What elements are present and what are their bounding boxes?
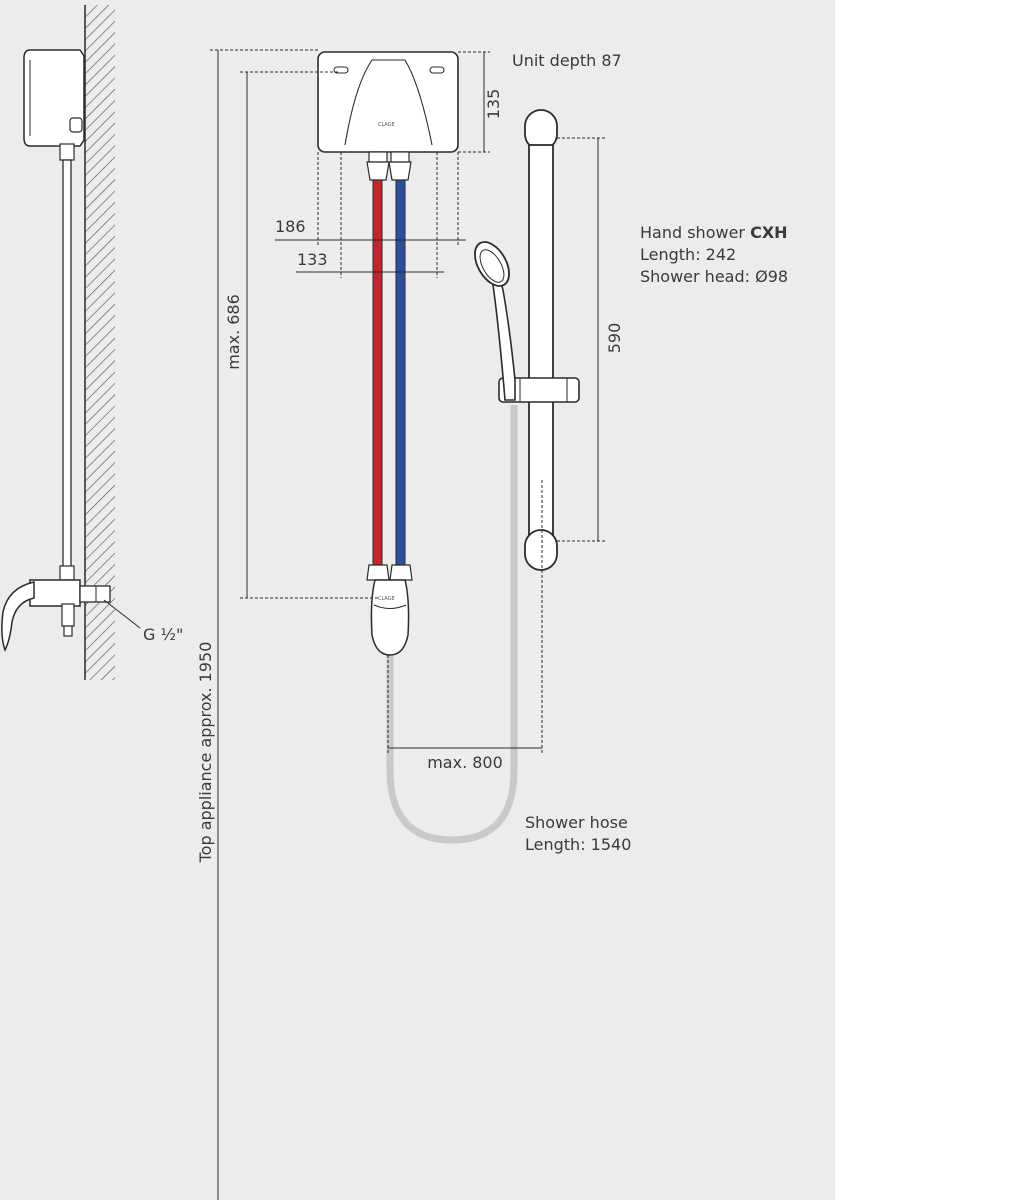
front-mixer: CLAGE xyxy=(366,564,413,656)
unit-brand-mark: CLAGE xyxy=(378,122,395,128)
unit-body xyxy=(317,51,459,153)
hand-shower xyxy=(474,241,516,401)
side-unit-connector xyxy=(69,117,83,133)
rail-slider xyxy=(498,377,580,403)
shower-hose-title: Shower hose xyxy=(525,813,628,832)
dim-135-label: 135 xyxy=(484,89,503,120)
unit-depth-label: Unit depth 87 xyxy=(512,51,622,70)
side-mixer-lever xyxy=(1,581,35,652)
rail-bottom-cap xyxy=(524,529,558,571)
dim-186-label: 186 xyxy=(275,217,306,236)
mixer-body-front xyxy=(370,579,410,656)
unit-indicator-right xyxy=(429,66,445,74)
diagram-background xyxy=(0,0,835,1200)
side-mixer-body xyxy=(29,579,81,607)
dim-133-label: 133 xyxy=(297,250,328,269)
mixer-brand-mark: CLAGE xyxy=(378,596,395,602)
hot-water-pipe xyxy=(372,179,383,566)
rail-top-cap xyxy=(524,109,558,151)
front-unit: CLAGE xyxy=(317,51,459,181)
thread-label: G ½" xyxy=(143,625,183,644)
dim-686-label: max. 686 xyxy=(224,294,243,370)
hand-shower-head xyxy=(474,241,510,287)
hand-shower-length: Length: 242 xyxy=(640,245,736,264)
hand-shower-title: Hand shower CXH xyxy=(640,223,788,242)
wall-hatch xyxy=(85,5,115,680)
dim-800-label: max. 800 xyxy=(427,753,503,772)
dimension-lines xyxy=(210,49,605,1200)
thread-leader xyxy=(103,599,141,629)
shower-rail xyxy=(498,109,580,571)
rail-tube xyxy=(528,144,554,538)
hand-shower-model: CXH xyxy=(750,223,787,242)
hand-shower-head-size: Shower head: Ø98 xyxy=(640,267,788,286)
shower-hose-line xyxy=(386,405,518,844)
dim-1950-label: Top appliance approx. 1950 xyxy=(196,642,215,864)
side-view: G ½" xyxy=(1,5,183,680)
side-pipe xyxy=(62,159,72,571)
shower-hose-length: Length: 1540 xyxy=(525,835,631,854)
cold-water-pipe xyxy=(395,179,406,566)
side-wall-connector xyxy=(79,585,111,603)
dim-590-label: 590 xyxy=(605,323,624,354)
